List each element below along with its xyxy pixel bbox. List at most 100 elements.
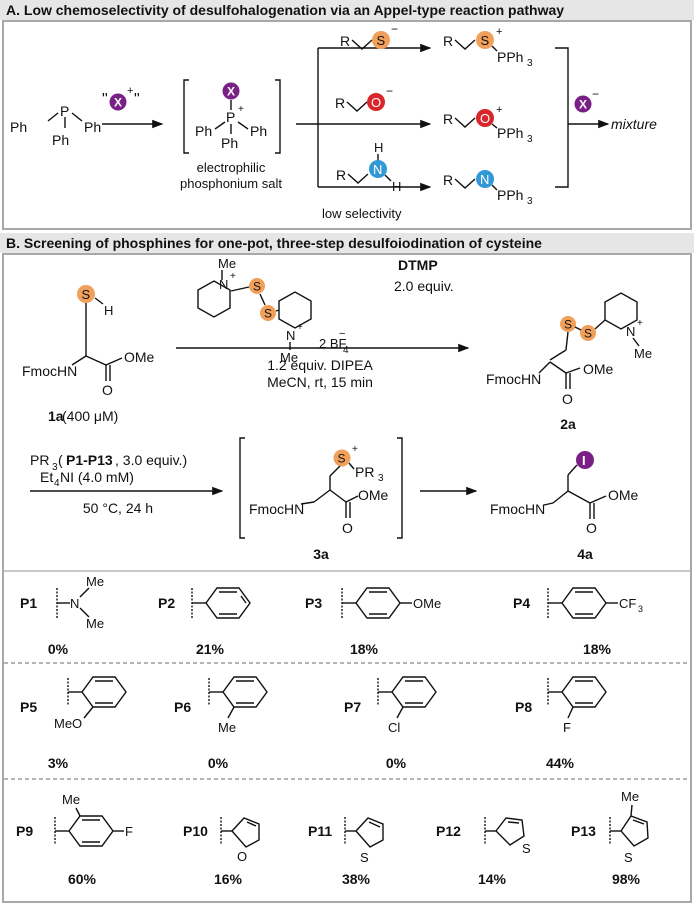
- svg-text:P5: P5: [20, 699, 37, 715]
- svg-text:−: −: [391, 22, 398, 36]
- svg-text:0%: 0%: [208, 755, 229, 771]
- svg-text:Ph: Ph: [250, 123, 267, 139]
- svg-text:P2: P2: [158, 595, 175, 611]
- svg-text:PPh: PPh: [497, 49, 523, 65]
- svg-text:X: X: [227, 85, 235, 99]
- svg-text:O: O: [371, 95, 381, 110]
- ph-bottom: Ph: [52, 132, 69, 148]
- phosphonium-salt: X P + Ph Ph Ph electrophilic phosphonium…: [180, 79, 282, 191]
- svg-text:P1-P13: P1-P13: [66, 452, 113, 468]
- svg-text:CF: CF: [619, 596, 636, 611]
- svg-text:+: +: [127, 85, 133, 97]
- panel-b-title: B. Screening of phosphines for one-pot, …: [6, 235, 542, 251]
- svg-text:18%: 18%: [350, 641, 379, 657]
- salt-label-2: phosphonium salt: [180, 176, 282, 191]
- panel-a-header: A. Low chemoselectivity of desulfohaloge…: [0, 0, 694, 20]
- compound-3a: S + PR 3 FmocHN O OMe 3a: [239, 437, 403, 562]
- svg-text:Me: Me: [218, 720, 236, 735]
- svg-text:O: O: [562, 391, 573, 407]
- svg-text:R: R: [443, 111, 453, 127]
- phosphine-p6: P6 Me 0%: [174, 676, 268, 771]
- svg-text:X: X: [114, 96, 122, 110]
- svg-text:Me: Me: [634, 346, 652, 361]
- svg-text:P12: P12: [436, 823, 461, 839]
- svg-text:R: R: [340, 33, 350, 49]
- thiolate: R S −: [340, 22, 398, 50]
- svg-text:P10: P10: [183, 823, 208, 839]
- label-3a: 3a: [313, 546, 329, 562]
- svg-text:FmocHN: FmocHN: [486, 371, 541, 387]
- svg-text:S: S: [564, 318, 572, 332]
- svg-text:X: X: [579, 98, 587, 112]
- svg-text:OMe: OMe: [413, 596, 441, 611]
- phosphine-p9: P9 Me F 60%: [16, 792, 133, 887]
- svg-text:R: R: [335, 95, 345, 111]
- svg-text:OMe: OMe: [583, 361, 614, 377]
- svg-text:R: R: [336, 167, 346, 183]
- label-4a: 4a: [577, 546, 593, 562]
- svg-text:P1: P1: [20, 595, 37, 611]
- svg-text:PR: PR: [30, 452, 49, 468]
- svg-text:O: O: [586, 520, 597, 536]
- svg-text:44%: 44%: [546, 755, 575, 771]
- svg-text:N: N: [373, 162, 382, 177]
- phosphine-p12: P12 S 14%: [436, 817, 531, 887]
- svg-text:Cl: Cl: [388, 720, 400, 735]
- svg-text:+: +: [238, 104, 244, 115]
- svg-text:Ph: Ph: [221, 135, 238, 151]
- svg-text:2 BF: 2 BF: [319, 336, 347, 351]
- phosphine-p8: P8 F 44%: [515, 676, 607, 771]
- svg-text:+: +: [352, 444, 358, 455]
- svg-text:F: F: [563, 720, 571, 735]
- compound-1a: S H FmocHN O OMe 1a (400 μM): [22, 285, 155, 424]
- svg-text:P8: P8: [515, 699, 532, 715]
- svg-text:3: 3: [378, 473, 384, 484]
- svg-text:Me: Me: [218, 256, 236, 271]
- svg-text:O: O: [342, 520, 353, 536]
- svg-text:Me: Me: [86, 616, 104, 631]
- svg-text:O: O: [237, 849, 247, 864]
- svg-text:H: H: [392, 179, 401, 194]
- svg-text:F: F: [125, 824, 133, 839]
- salt-label-1: electrophilic: [197, 160, 266, 175]
- svg-text:S: S: [264, 307, 272, 321]
- svg-text:P4: P4: [513, 595, 530, 611]
- svg-text:S: S: [338, 452, 346, 466]
- svg-text:N: N: [480, 172, 489, 187]
- svg-text:21%: 21%: [196, 641, 225, 657]
- ph-right: Ph: [84, 119, 101, 135]
- svg-text:S: S: [82, 287, 91, 302]
- product-n: R N PPh 3: [443, 170, 533, 207]
- svg-text:+: +: [230, 271, 236, 282]
- svg-text:Me: Me: [280, 350, 298, 365]
- svg-text:3: 3: [638, 604, 643, 614]
- dtmp-reagent: Me N + S S N + Me 2 BF − 4 DTMP 2.0 equi…: [197, 256, 454, 365]
- compound-4a: I FmocHN O OMe 4a: [490, 451, 639, 562]
- svg-text:38%: 38%: [342, 871, 371, 887]
- svg-text:3: 3: [527, 196, 533, 207]
- mixture-step: X − mixture: [555, 47, 657, 188]
- svg-text:+: +: [637, 318, 643, 329]
- ph-left: Ph: [10, 119, 27, 135]
- svg-text:−: −: [386, 84, 393, 98]
- svg-text:Me: Me: [86, 574, 104, 589]
- svg-text:O: O: [480, 111, 490, 126]
- dtmp-equiv: 2.0 equiv.: [394, 278, 454, 294]
- svg-text:FmocHN: FmocHN: [22, 363, 77, 379]
- svg-text:N: N: [219, 277, 228, 292]
- svg-text:P7: P7: [344, 699, 361, 715]
- svg-text:P11: P11: [308, 823, 332, 839]
- phosphine-p4: P4 CF 3 18%: [513, 587, 643, 657]
- svg-text:Me: Me: [621, 789, 639, 804]
- panel-a-frame: [2, 20, 692, 230]
- phosphine-p10: P10 O 16%: [183, 817, 260, 887]
- phosphine-p5: P5 MeO 3%: [20, 676, 127, 771]
- phosphine-p2: P2 21%: [158, 587, 251, 657]
- svg-text:S: S: [360, 850, 369, 865]
- svg-text:+: +: [496, 26, 502, 38]
- svg-text:OMe: OMe: [358, 487, 389, 503]
- compound-2a: S S N + Me FmocHN O OMe 2a: [486, 292, 652, 432]
- svg-text:P: P: [226, 109, 235, 125]
- svg-text:NI (4.0 mM): NI (4.0 mM): [60, 469, 134, 485]
